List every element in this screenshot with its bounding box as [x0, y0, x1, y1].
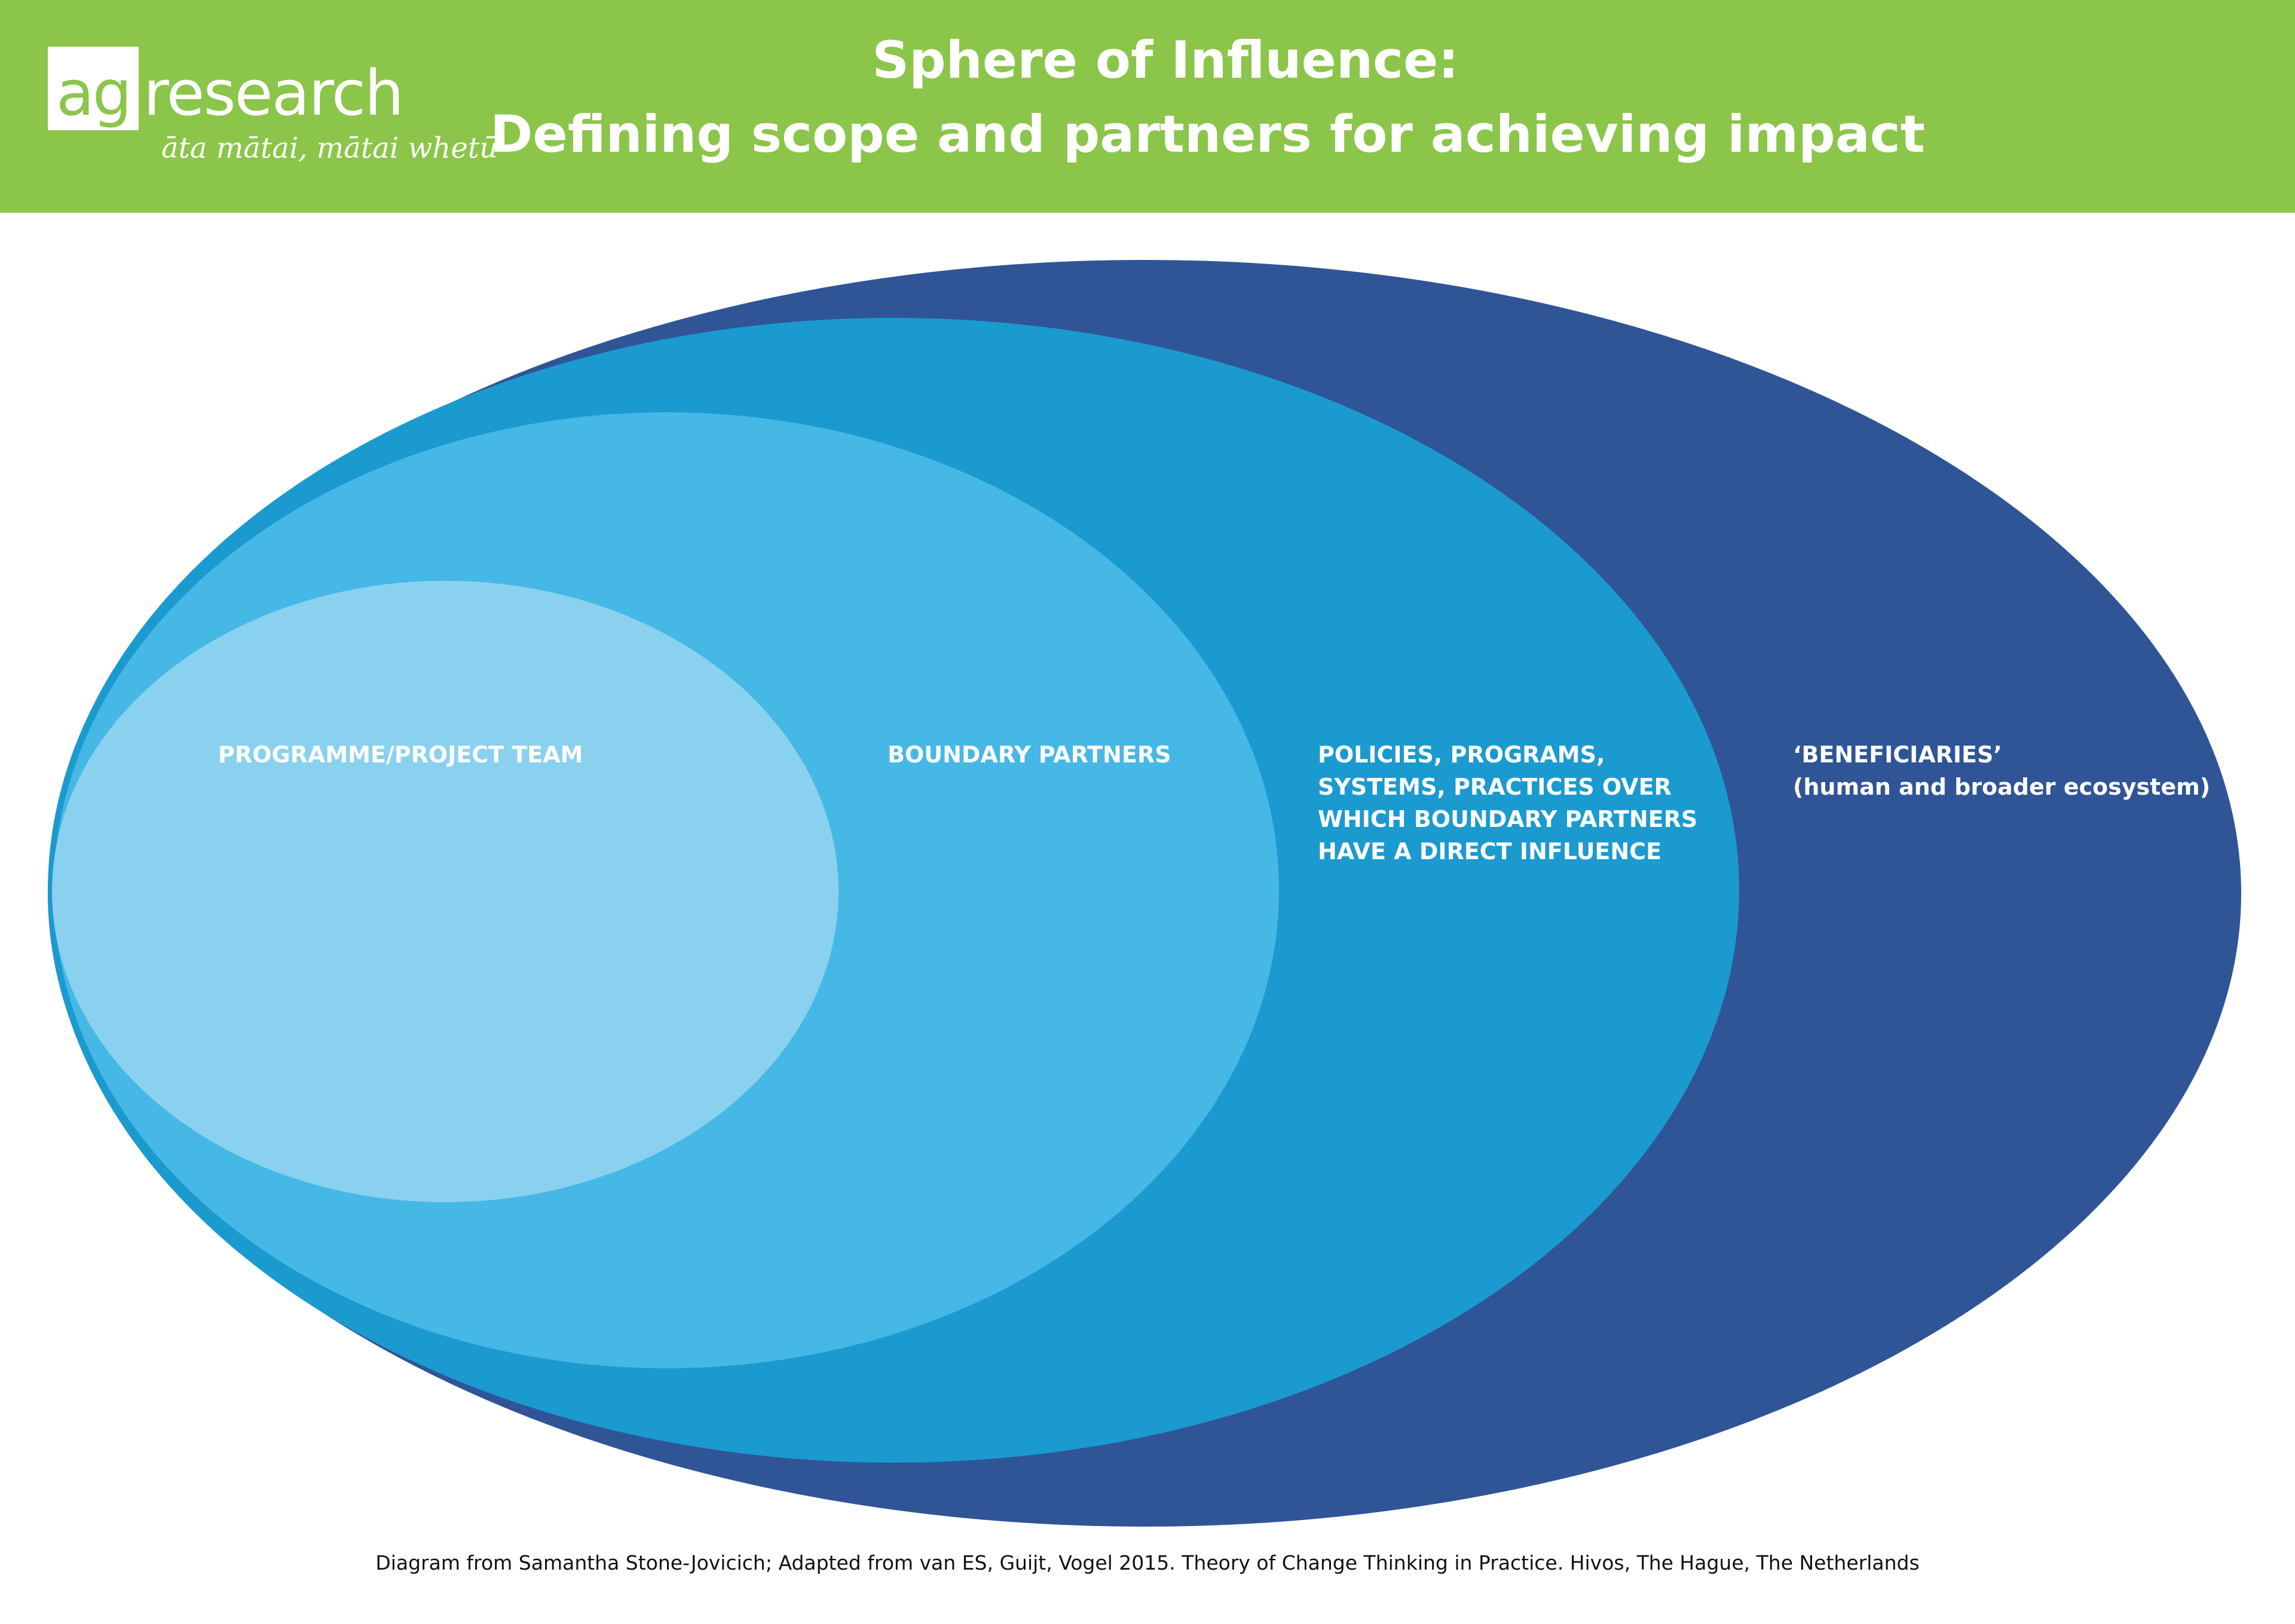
agresearch-logo: ag research āta mātai, mātai whetū — [48, 47, 498, 166]
page-subtitle: Defining scope and partners for achievin… — [490, 105, 1925, 164]
policies-label-line: POLICIES, PROGRAMS, — [1318, 741, 1605, 768]
header-banner: ag research āta mātai, mātai whetū Spher… — [0, 0, 2295, 213]
logo-research-text: research — [143, 57, 404, 130]
policies-label-line: SYSTEMS, PRACTICES OVER — [1318, 774, 1672, 800]
source-citation: Diagram from Samantha Stone-Jovicich; Ad… — [375, 1551, 1920, 1574]
project-team-label: PROGRAMME/PROJECT TEAM — [218, 741, 583, 768]
beneficiaries-label: ‘BENEFICIARIES’ (human and broader ecosy… — [1793, 739, 2210, 803]
page-title: Sphere of Influence: — [872, 30, 1459, 90]
boundary-partners-label: BOUNDARY PARTNERS — [888, 741, 1171, 768]
beneficiaries-subtitle: (human and broader ecosystem) — [1793, 774, 2211, 800]
policies-label: POLICIES, PROGRAMS, SYSTEMS, PRACTICES O… — [1318, 739, 1697, 868]
logo-tagline: āta mātai, mātai whetū — [161, 131, 498, 165]
beneficiaries-title: ‘BENEFICIARIES’ — [1793, 741, 2002, 768]
policies-label-line: WHICH BOUNDARY PARTNERS — [1318, 806, 1698, 832]
logo-box — [48, 47, 139, 130]
policies-label-line: HAVE A DIRECT INFLUENCE — [1318, 838, 1662, 865]
logo-ag-text: ag — [56, 57, 132, 130]
project-team-sphere — [52, 581, 839, 1202]
